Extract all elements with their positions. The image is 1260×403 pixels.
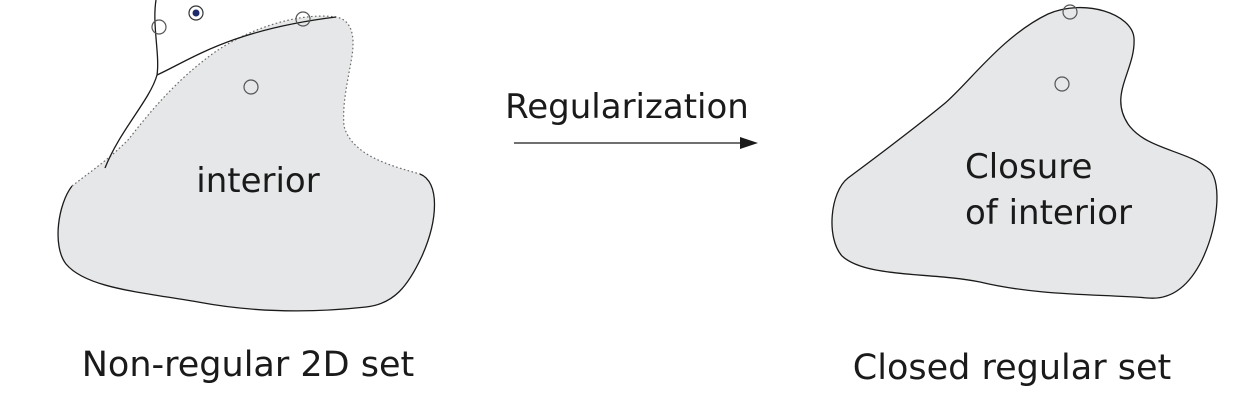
right-closed-region	[831, 7, 1217, 299]
left-caption: Non-regular 2D set	[82, 345, 414, 385]
regularization-operation: Regularization	[505, 87, 758, 149]
right-caption: Closed regular set	[853, 348, 1171, 388]
right-closed-outline	[831, 6, 1218, 299]
right-interior-label-line2: of interior	[965, 193, 1132, 233]
left-interior-point	[243, 79, 259, 95]
left-isolated-point-core	[192, 9, 200, 17]
left-solid-boundary	[57, 173, 436, 312]
regularization-arrow-head	[740, 137, 758, 149]
right-set: Closure of interior Closed regular set	[831, 4, 1218, 388]
right-interior-point	[1054, 76, 1070, 92]
left-boundary-point-top	[295, 11, 311, 27]
left-upper-edge-curve	[156, 16, 337, 76]
left-dangling-curve	[104, 0, 159, 169]
left-boundary-point-open	[151, 19, 167, 35]
regularization-label: Regularization	[505, 87, 749, 127]
right-boundary-point-top	[1062, 4, 1078, 20]
left-set: interior Non-regular 2D set	[57, 0, 436, 385]
right-interior-label-line1: Closure	[965, 147, 1092, 187]
left-interior-label: interior	[196, 161, 319, 201]
left-interior-region	[58, 16, 435, 311]
